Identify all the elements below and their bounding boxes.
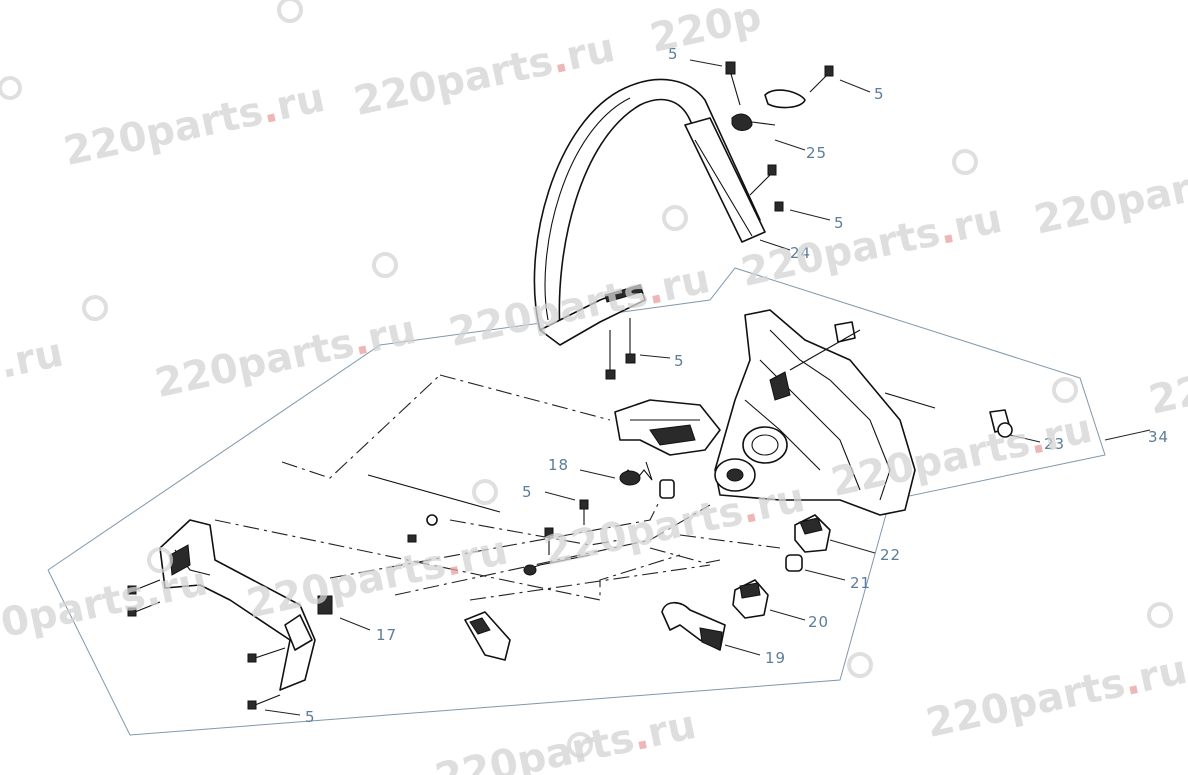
watermark-gear-icon bbox=[472, 479, 498, 505]
frame-leader-34 bbox=[1104, 429, 1151, 441]
watermark-text: 220parts.ru bbox=[922, 647, 1188, 747]
callout-19: 19 bbox=[765, 649, 786, 667]
callout-5: 5 bbox=[674, 352, 685, 370]
watermark-gear-icon bbox=[847, 652, 873, 678]
screws-5-rear-handle bbox=[127, 579, 286, 710]
callout-5: 5 bbox=[874, 85, 885, 103]
callout-22: 22 bbox=[880, 546, 901, 564]
assembly-guide-lines bbox=[214, 374, 781, 601]
callout-24: 24 bbox=[790, 244, 811, 262]
screws-5-handle-bottom bbox=[605, 318, 636, 380]
watermark-gear-icon bbox=[567, 732, 593, 758]
callout-34: 34 bbox=[1148, 428, 1169, 446]
watermark-text: 220parts bbox=[1030, 157, 1188, 244]
callout-5: 5 bbox=[522, 483, 533, 501]
watermark-gear-icon bbox=[0, 76, 22, 100]
watermark-gear-icon bbox=[277, 0, 303, 23]
assembly-frame bbox=[47, 267, 1106, 736]
watermark-gear-icon bbox=[1147, 602, 1173, 628]
screw-5-center bbox=[579, 499, 589, 525]
watermark-gear-icon bbox=[1052, 377, 1078, 403]
watermark-text: 220parts.ru bbox=[431, 702, 700, 775]
callout-20: 20 bbox=[808, 613, 829, 631]
clutch-20 bbox=[732, 579, 769, 619]
callout-17: 17 bbox=[376, 626, 397, 644]
callout-18: 18 bbox=[548, 456, 569, 474]
switch bbox=[317, 595, 333, 615]
screw-5-handle-mid bbox=[749, 164, 784, 212]
rear-handle-17 bbox=[159, 519, 316, 691]
main-housing bbox=[714, 309, 916, 516]
cover-19 bbox=[661, 601, 726, 651]
watermark-text: 220parts.ru bbox=[60, 75, 329, 175]
front-handle-bar bbox=[533, 78, 766, 346]
throttle-rod bbox=[367, 474, 591, 576]
callout-21: 21 bbox=[850, 574, 871, 592]
throttle-trigger bbox=[464, 611, 511, 661]
watermark-text: 220 bbox=[1145, 361, 1188, 423]
spring-18 bbox=[619, 461, 653, 486]
pin-and-mount-23 bbox=[884, 392, 1013, 438]
watermark-text: 220parts.ru bbox=[151, 307, 420, 407]
clutch-drum-22 bbox=[794, 514, 831, 553]
screw-5-handle-top-right bbox=[809, 65, 834, 93]
watermark-text: .ru bbox=[0, 330, 67, 388]
bushing bbox=[659, 479, 675, 499]
callout-5: 5 bbox=[668, 45, 679, 63]
callout-23: 23 bbox=[1044, 435, 1065, 453]
callout-labels: 5 5 25 5 24 5 23 34 18 5 22 21 20 17 19 … bbox=[305, 45, 1169, 726]
bushing-21 bbox=[785, 554, 803, 572]
watermark-gear-icon bbox=[147, 547, 173, 573]
rear-handle-bracket bbox=[614, 399, 721, 456]
watermark-gear-icon bbox=[372, 252, 398, 278]
watermark-gear-icon bbox=[952, 149, 978, 175]
watermark-gear-icon bbox=[662, 205, 688, 231]
screw-5-handle-top-left bbox=[725, 61, 741, 106]
callout-25: 25 bbox=[806, 144, 827, 162]
leader-lines bbox=[264, 59, 1041, 716]
callout-5: 5 bbox=[834, 214, 845, 232]
callout-5: 5 bbox=[305, 708, 316, 726]
watermark-text: 220p bbox=[646, 0, 765, 62]
watermark-text: 220parts.ru bbox=[243, 527, 512, 627]
screw-center-lower bbox=[544, 527, 554, 555]
watermark-text: 0parts.ru bbox=[0, 558, 211, 647]
watermark-gear-icon bbox=[82, 295, 108, 321]
watermark-text: 220parts.ru bbox=[350, 25, 619, 125]
clip-25 bbox=[731, 89, 806, 131]
watermark-text: 220parts.ru bbox=[445, 256, 714, 356]
